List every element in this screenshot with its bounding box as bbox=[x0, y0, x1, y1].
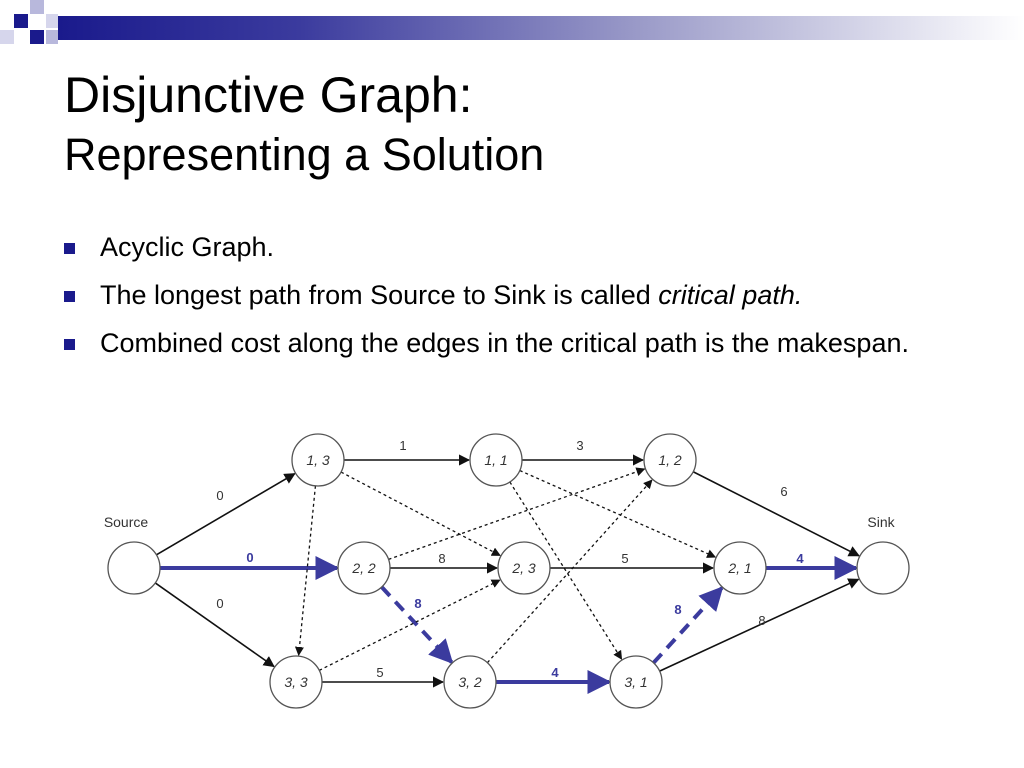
square-bullet-icon bbox=[64, 291, 75, 302]
source-label: Source bbox=[104, 514, 149, 530]
edge-weight-label: 0 bbox=[216, 596, 223, 611]
header-decoration-square bbox=[30, 0, 44, 14]
edge-weight-label: 3 bbox=[576, 438, 583, 453]
header-decoration-square bbox=[30, 30, 44, 44]
edge-n22-n32 bbox=[380, 585, 454, 664]
graph-node-n23 bbox=[497, 541, 551, 595]
node-label: 1, 3 bbox=[306, 452, 330, 468]
node-label: 1, 1 bbox=[484, 452, 507, 468]
graph-node-n11 bbox=[469, 433, 523, 487]
bullet-text: The longest path from Source to Sink is … bbox=[100, 280, 659, 310]
edge-n31-sink bbox=[659, 578, 860, 672]
bullet-text: Combined cost along the edges in the cri… bbox=[100, 328, 909, 358]
graph-node-n13 bbox=[291, 433, 345, 487]
header-decoration-square bbox=[0, 30, 14, 44]
title-line-1: Disjunctive Graph: bbox=[64, 67, 473, 123]
edge-weight-label: 0 bbox=[246, 550, 253, 565]
edge-n11-n31 bbox=[509, 481, 623, 660]
edge-source-n33 bbox=[154, 582, 275, 668]
edge-weight-label: 6 bbox=[780, 484, 787, 499]
sink-label: Sink bbox=[867, 514, 895, 530]
edge-n32-n12 bbox=[486, 479, 653, 664]
header-gradient-bar bbox=[58, 16, 1024, 40]
bullet-item: Combined cost along the edges in the cri… bbox=[64, 322, 964, 364]
square-bullet-icon bbox=[64, 243, 75, 254]
node-label: 2, 3 bbox=[511, 560, 536, 576]
graph-node-source bbox=[107, 541, 161, 595]
edge-n13-n33 bbox=[294, 485, 317, 657]
header-decoration-square bbox=[14, 14, 28, 28]
edge-weight-label: 8 bbox=[758, 613, 765, 628]
edges-layer bbox=[154, 454, 860, 694]
node-label: 3, 1 bbox=[624, 674, 647, 690]
graph-node-n21 bbox=[713, 541, 767, 595]
edge-weight-label: 5 bbox=[376, 665, 383, 680]
edge-labels-layer: 0 0 0 1 3 6 8 5 4 5 4 8 8 8 bbox=[216, 438, 804, 680]
graph-node-sink bbox=[856, 541, 910, 595]
graph-node-n33 bbox=[269, 655, 323, 709]
header-decoration-square bbox=[46, 30, 58, 44]
nodes-layer: 1, 3 1, 1 1, 2 2, 2 2, 3 2, 1 3, 3 3, 2 3, 1 Sour… bbox=[104, 433, 910, 709]
bullet-emphasis: critical path. bbox=[658, 280, 803, 310]
graph-node-n31 bbox=[609, 655, 663, 709]
edge-n12-sink bbox=[692, 471, 860, 557]
graph-node-n22 bbox=[337, 541, 391, 595]
bullet-text: Acyclic Graph. bbox=[100, 232, 275, 262]
edge-weight-label: 5 bbox=[621, 551, 628, 566]
node-label: 3, 3 bbox=[284, 674, 308, 690]
edge-weight-label: 0 bbox=[216, 488, 223, 503]
edge-weight-label: 4 bbox=[796, 551, 804, 566]
bullet-item: Acyclic Graph. bbox=[64, 226, 964, 268]
node-label: 2, 1 bbox=[727, 560, 751, 576]
edge-weight-label: 4 bbox=[551, 665, 559, 680]
header-decoration-square bbox=[46, 14, 58, 28]
square-bullet-icon bbox=[64, 339, 75, 350]
title-line-2: Representing a Solution bbox=[64, 129, 545, 180]
node-label: 1, 2 bbox=[658, 452, 682, 468]
bullet-item: The longest path from Source to Sink is … bbox=[64, 274, 964, 316]
edge-n31-n21 bbox=[652, 586, 724, 665]
graph-node-n12 bbox=[643, 433, 697, 487]
bullet-list: Acyclic Graph. The longest path from Sou… bbox=[64, 226, 964, 370]
node-label: 3, 2 bbox=[458, 674, 482, 690]
edge-weight-label: 8 bbox=[674, 602, 681, 617]
slide-title: Disjunctive Graph: Representing a Soluti… bbox=[64, 64, 544, 184]
edge-n33-n23 bbox=[318, 579, 501, 671]
edge-weight-label: 8 bbox=[414, 596, 421, 611]
graph-node-n32 bbox=[443, 655, 497, 709]
edge-weight-label: 8 bbox=[438, 551, 445, 566]
edge-source-n13 bbox=[156, 472, 296, 556]
node-label: 2, 2 bbox=[351, 560, 376, 576]
edge-weight-label: 1 bbox=[399, 438, 406, 453]
